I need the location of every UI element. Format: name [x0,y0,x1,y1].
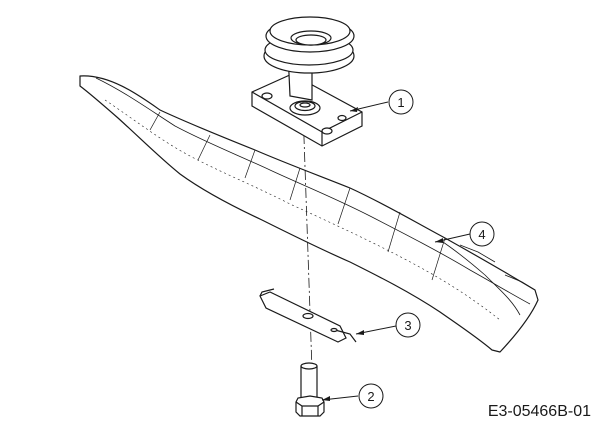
callout-2-label: 2 [367,389,374,404]
mower-blade [79,75,539,353]
callout-1-label: 1 [397,95,404,110]
callout-2: 2 [321,383,384,409]
callout-4: 4 [434,221,495,247]
pulley-with-mounting-plate [251,16,363,147]
document-code: E3-05466B-01 [488,403,591,420]
callout-3-label: 3 [404,318,411,333]
hex-bolt [295,362,325,417]
blade-adapter-bracket [259,288,357,343]
callout-1: 1 [349,89,414,115]
callout-3: 3 [355,312,421,338]
callout-4-label: 4 [478,227,485,242]
